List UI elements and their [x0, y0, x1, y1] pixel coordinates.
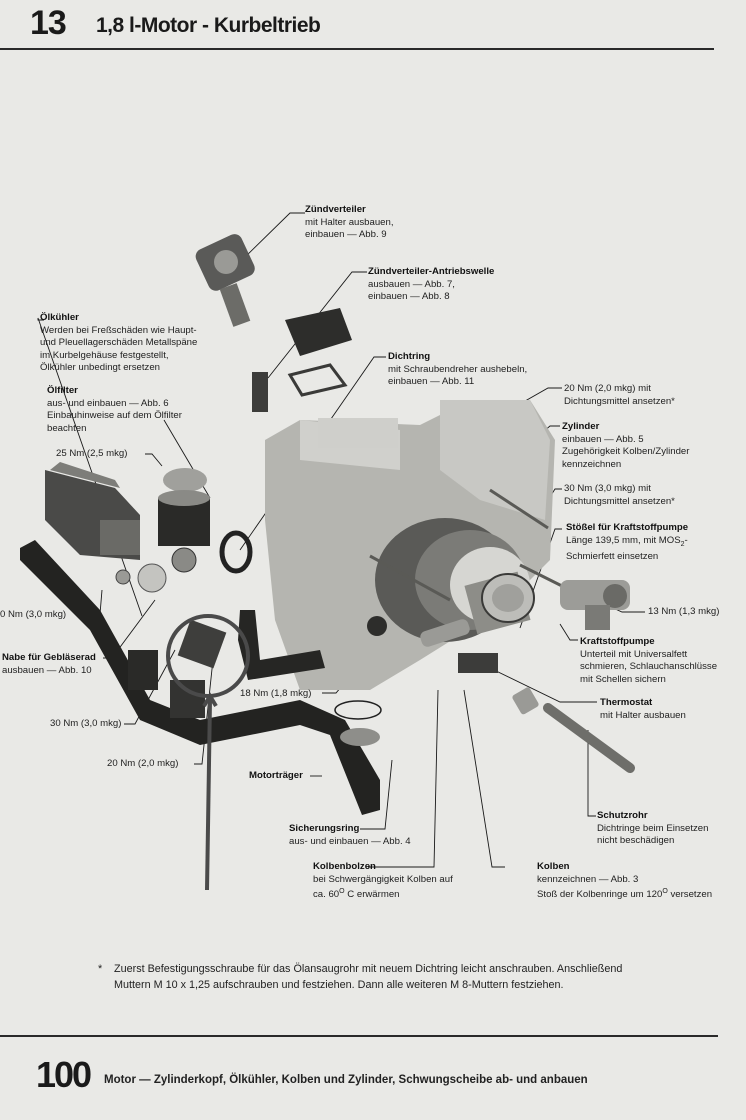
- rubber-mount: [128, 650, 158, 690]
- o-ring: [334, 700, 382, 720]
- circlip: [367, 616, 387, 636]
- callout-torque-18: 18 Nm (1,8 mkg): [240, 688, 312, 699]
- chapter-number: 13: [30, 4, 67, 42]
- callout-torque-30-dicht: 30 Nm (3,0 mkg) mit Dichtungsmittel anse…: [564, 483, 675, 507]
- protective-tube: [543, 703, 635, 773]
- highlight-arrow: [205, 699, 212, 891]
- header-rule: [0, 48, 714, 50]
- valve-cover: [285, 308, 352, 397]
- distributor: [195, 234, 255, 327]
- footnote-marker: *: [98, 963, 103, 975]
- callout-zuendverteiler: Zündverteiler mit Halter ausbauen, einba…: [305, 204, 394, 240]
- page-description: Motor — Zylinderkopf, Ölkühler, Kolben u…: [104, 1074, 588, 1086]
- callout-sicherungsring: Sicherungsring aus- und einbauen — Abb. …: [289, 823, 411, 847]
- callout-schutzrohr: Schutzrohr Dichtringe beim Einsetzen nic…: [597, 810, 709, 846]
- callout-torque-13: 13 Nm (1,3 mkg): [648, 606, 720, 617]
- washer: [115, 569, 131, 585]
- callout-kolbenbolzen: Kolbenbolzen bei Schwergängigkeit Kolben…: [313, 861, 453, 901]
- callout-torque-20-mount: 20 Nm (2,0 mkg): [107, 758, 179, 769]
- callout-kraftstoffpumpe: Kraftstoffpumpe Unterteil mit Universalf…: [580, 636, 718, 685]
- callout-oelfilter: Ölfilter aus- und einbauen — Abb. 6 Einb…: [47, 385, 182, 434]
- thermostat: [458, 653, 539, 715]
- callout-motortraeger: Motorträger: [249, 770, 303, 781]
- rubber-mount: [170, 680, 205, 718]
- page-number: 100: [36, 1054, 92, 1095]
- callout-thermostat: Thermostat mit Halter ausbauen: [600, 697, 686, 721]
- cover-plate: [340, 728, 380, 746]
- callout-zylinder: Zylinder einbauen — Abb. 5 Zugehörigkeit…: [562, 421, 690, 470]
- callout-antriebswelle: Zündverteiler-Antriebswelle ausbauen — A…: [368, 266, 495, 302]
- hand-drawn-annotation: [166, 614, 250, 891]
- drive-shaft: [252, 372, 268, 412]
- callout-torque-30-mount: 30 Nm (3,0 mkg): [50, 718, 122, 729]
- engine-carrier: [20, 540, 380, 815]
- oil-cooler: [45, 462, 140, 560]
- flange: [171, 547, 197, 573]
- fuel-pump: [560, 580, 630, 630]
- hose: [238, 610, 325, 680]
- callout-stoessel: Stößel für Kraftstoffpumpe Länge 139,5 m…: [566, 522, 689, 562]
- mounting-bracket: [177, 619, 227, 669]
- gasket: [137, 563, 167, 593]
- oil-filter: [158, 468, 210, 546]
- footnote-text: Zuerst Befestigungsschraube für das Ölan…: [114, 963, 623, 991]
- callout-torque-30-left: 0 Nm (3,0 mkg): [0, 609, 67, 620]
- footer-rule: [0, 1035, 718, 1037]
- piston: [464, 571, 535, 635]
- callout-torque-25: 25 Nm (2,5 mkg): [56, 448, 128, 459]
- callout-nabe: Nabe für Gebläserad ausbauen — Abb. 10: [2, 652, 96, 676]
- chapter-title: 1,8 l-Motor - Kurbeltrieb: [96, 14, 321, 37]
- arrow-head: [202, 692, 218, 708]
- callout-dichtring: Dichtring mit Schraubendreher aushebeln,…: [388, 351, 528, 387]
- callout-torque-20-dicht: 20 Nm (2,0 mkg) mit Dichtungsmittel anse…: [564, 383, 675, 407]
- callout-oelkuehler: Ölkühler Werden bei Freßschäden wie Haup…: [40, 312, 198, 373]
- callout-kolben: Kolben kennzeichnen — Abb. 3 Stoß der Ko…: [537, 861, 713, 901]
- piston-pin: [420, 619, 470, 647]
- seal-ring: [219, 530, 253, 574]
